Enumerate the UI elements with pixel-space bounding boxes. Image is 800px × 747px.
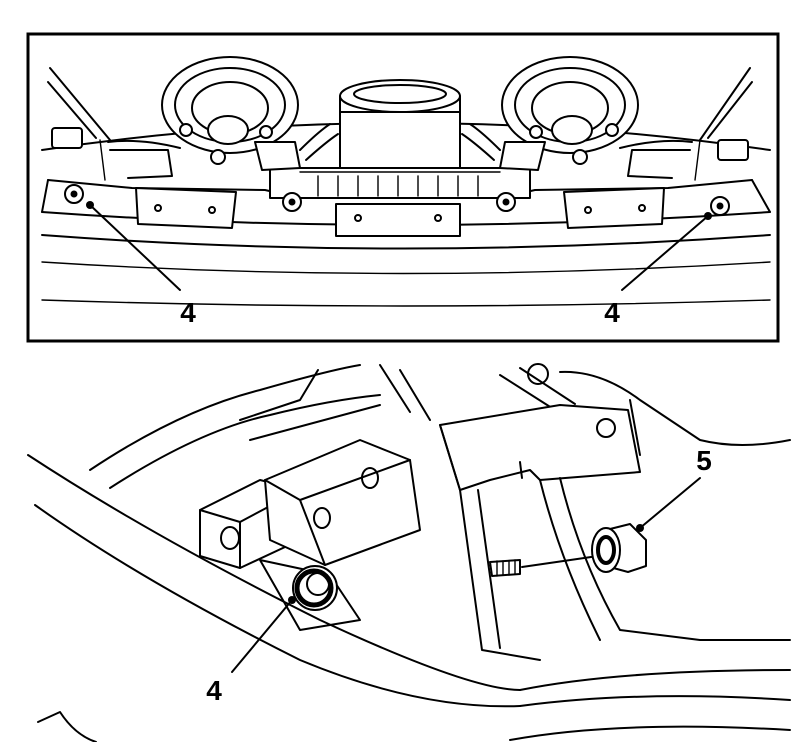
top-panel: 4 4 <box>26 32 780 343</box>
bracket-plate <box>439 404 791 661</box>
callout-label-nut: 5 <box>696 445 712 476</box>
left-horn <box>107 56 339 179</box>
mounting-block <box>259 439 421 631</box>
top-callout-leaders <box>86 201 712 291</box>
bolt-4 <box>292 565 338 611</box>
callout-label-bolt: 4 <box>206 675 222 706</box>
bottom-panel: 4 5 <box>27 363 791 743</box>
callout-label-top-right: 4 <box>604 297 620 328</box>
bumper-bolts <box>64 184 730 216</box>
slotted-brackets <box>135 187 665 237</box>
callout-label-top-left: 4 <box>180 297 196 328</box>
body-panel-curves <box>27 363 791 743</box>
bottom-callout-leaders <box>231 477 701 673</box>
center-bracket <box>269 167 531 199</box>
air-duct <box>339 79 461 169</box>
right-horn <box>461 56 693 179</box>
stud-and-nut-5 <box>489 523 647 577</box>
